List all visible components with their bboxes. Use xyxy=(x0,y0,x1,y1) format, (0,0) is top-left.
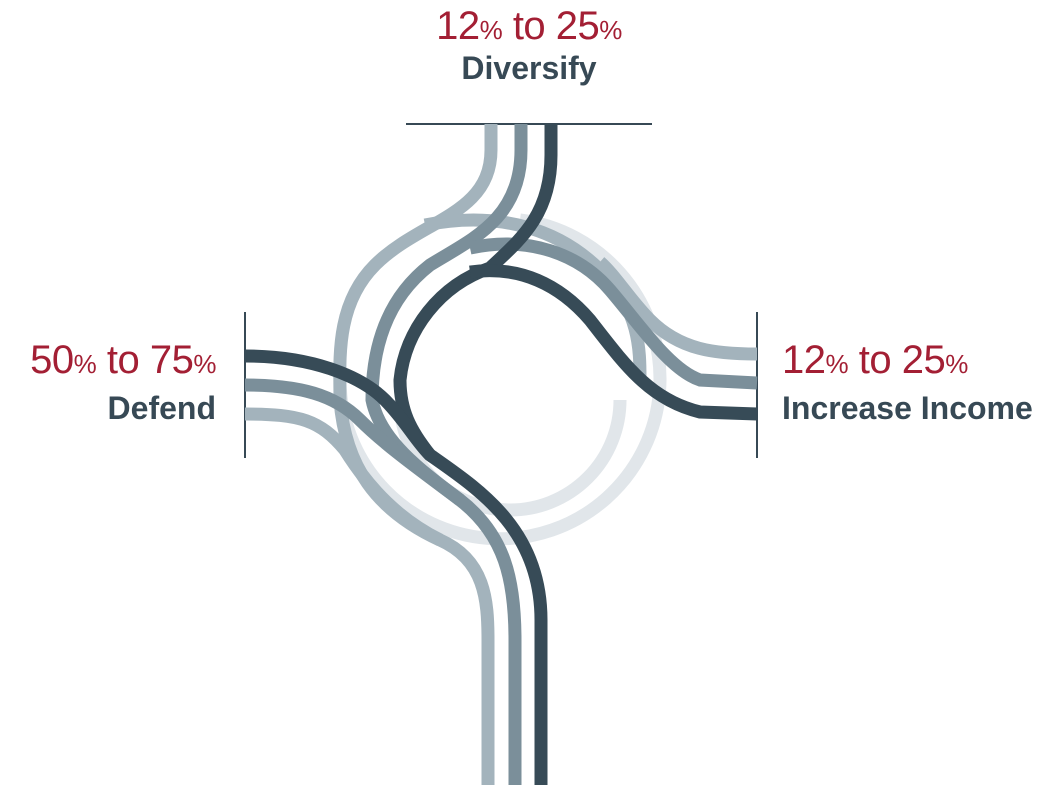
left-range-high-pct: % xyxy=(193,349,216,379)
right-range-low: 12 xyxy=(782,338,826,382)
left-name: Defend xyxy=(107,390,216,426)
right-name: Increase Income xyxy=(782,390,1033,426)
light-lane-right-exit xyxy=(595,257,758,361)
left-range-to: to xyxy=(96,338,150,382)
right-range-low-pct: % xyxy=(825,349,849,379)
top-range-low-pct: % xyxy=(479,15,503,45)
left-range: 50% to 75% xyxy=(0,340,216,380)
dark-lane-arc xyxy=(469,264,758,421)
right-range-to: to xyxy=(848,338,902,382)
top-label: 12% to 25% Diversify xyxy=(406,6,652,84)
top-range-to: to xyxy=(502,4,556,48)
top-range-high: 25 xyxy=(555,4,600,48)
dark-lane-path xyxy=(393,124,558,785)
light-lane-arc xyxy=(423,213,647,381)
mid-lane-left-exit xyxy=(244,378,464,506)
right-range-high-pct: % xyxy=(945,349,968,379)
mid-lane-path xyxy=(365,124,528,785)
left-label: 50% to 75% Defend xyxy=(0,340,216,424)
light-lane-left-exit xyxy=(244,407,443,546)
right-range: 12% to 25% xyxy=(782,340,1061,380)
top-range: 12% to 25% xyxy=(406,6,652,46)
faint-ring-inner xyxy=(393,399,627,517)
top-range-low: 12 xyxy=(436,4,480,48)
left-range-low-pct: % xyxy=(73,349,97,379)
dark-lane-left-exit xyxy=(244,349,435,460)
right-range-high: 25 xyxy=(901,338,946,382)
top-range-high-pct: % xyxy=(599,15,622,45)
left-range-low: 50 xyxy=(30,338,74,382)
faint-ring-outer xyxy=(333,213,667,546)
top-name: Diversify xyxy=(461,50,597,86)
right-label: 12% to 25% Increase Income xyxy=(782,340,1061,424)
left-range-high: 75 xyxy=(149,338,194,382)
